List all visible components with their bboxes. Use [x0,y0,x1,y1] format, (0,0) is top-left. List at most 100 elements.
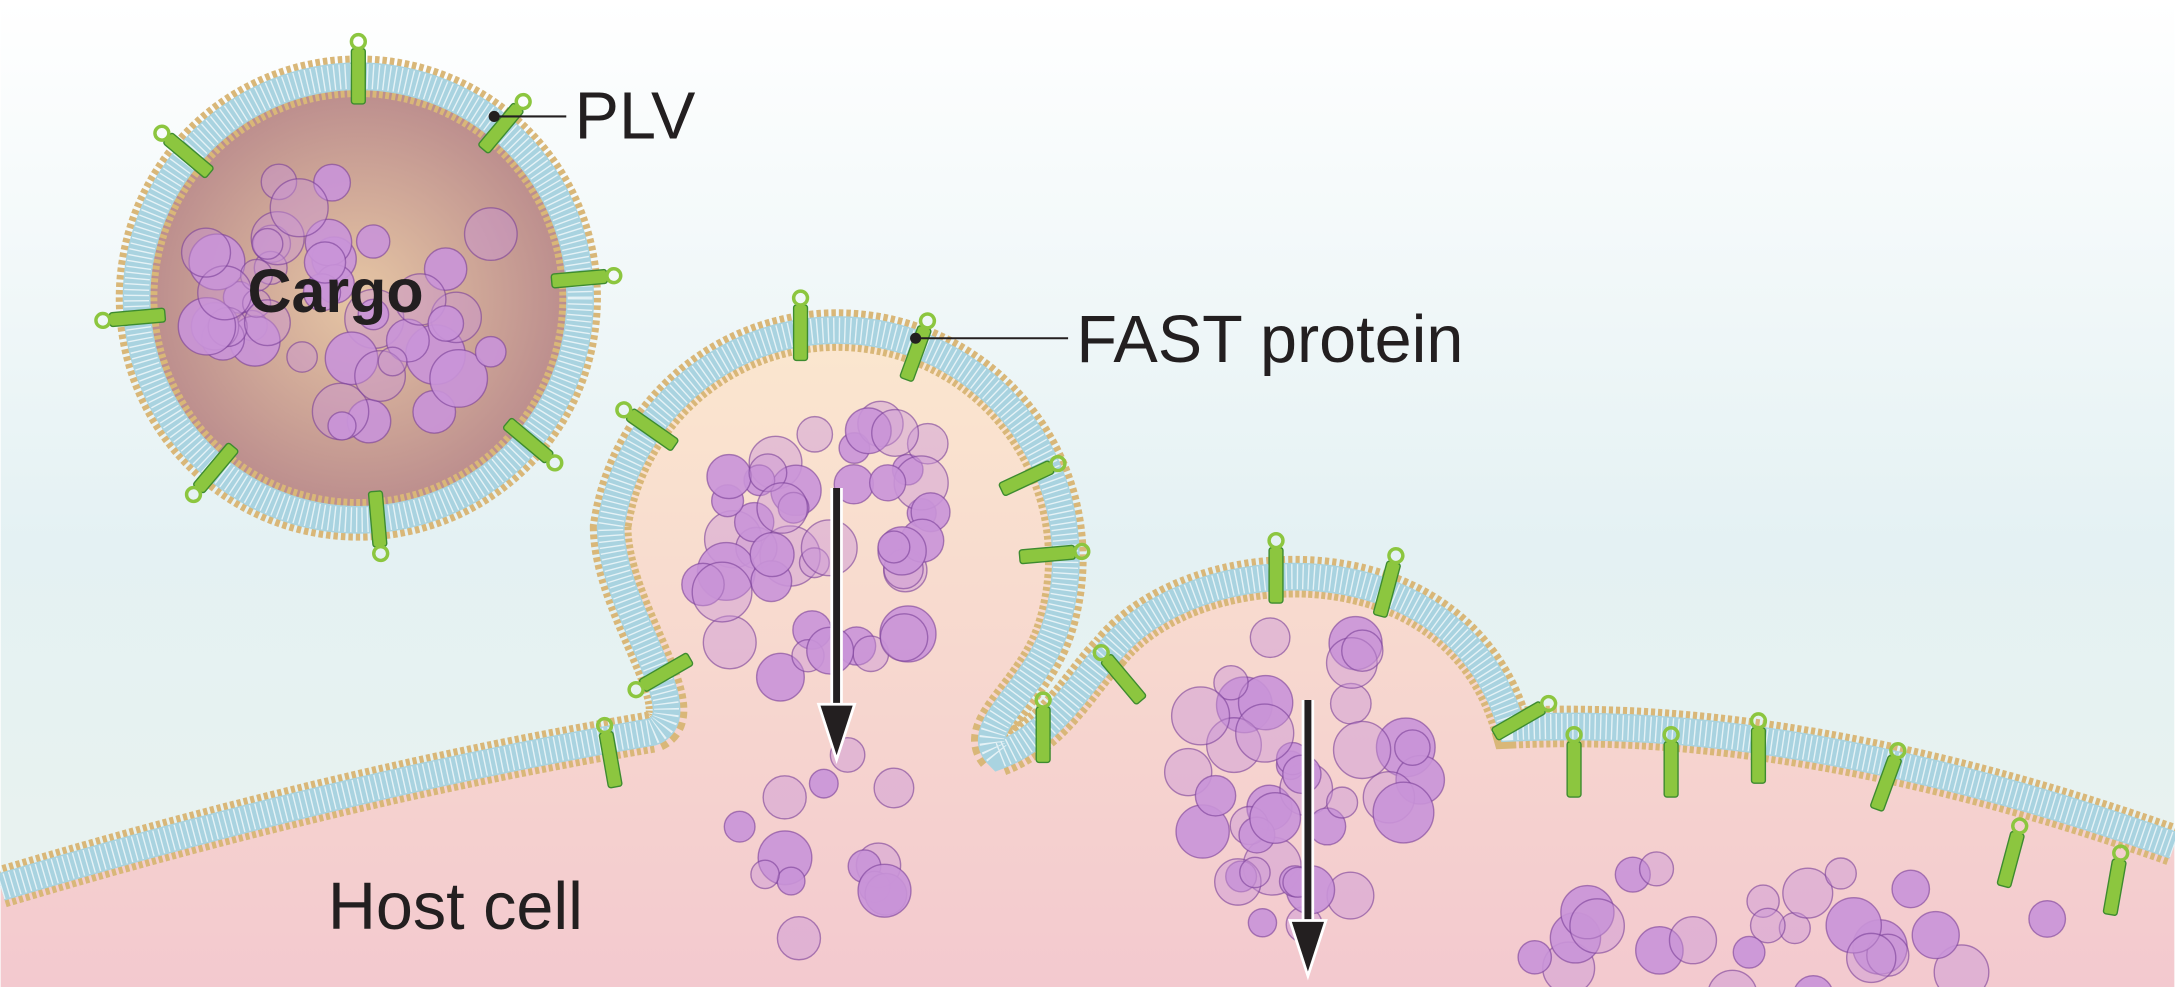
cargo-sphere [691,561,753,623]
cargo-sphere [1235,703,1295,763]
cargo-sphere [1825,897,1883,954]
cargo-sphere [1341,629,1384,672]
fast-protein-icon [595,716,623,789]
cargo-sphere [241,288,272,319]
fast-protein-icon [94,307,167,330]
cargo-sphere [806,626,855,675]
cargo-sphere [868,464,907,502]
cargo-sphere [750,859,780,890]
cargo-sphere [1732,935,1766,969]
fast-protein-icon [899,312,937,382]
cargo-sphere [706,453,752,500]
cargo-sphere [1614,856,1651,893]
cargo-sphere [1329,682,1372,725]
cargo-sphere [180,227,232,278]
cargo-sphere [857,863,912,918]
cargo-sphere [1325,786,1359,819]
cargo-sphere [250,210,305,266]
cargo-sphere [197,265,253,321]
cargo-sphere [1668,916,1718,965]
cargo-sphere [1569,898,1626,954]
fast-protein-icon [998,454,1067,497]
cargo-sphere [906,422,949,465]
cargo-sphere [749,532,795,578]
cargo-sphere [303,241,347,284]
fast-protein-icon [1996,817,2029,889]
cargo-sphere [1824,857,1857,890]
fast-protein-icon [1267,531,1285,604]
cargo-sphere [1635,925,1684,975]
cargo-sphere [800,519,858,577]
cargo-sphere [1782,867,1834,919]
cargo-sphere [1213,664,1249,701]
fast-protein-label-group: FAST protein [910,303,1463,377]
cargo-sphere [357,298,390,331]
plv-vesicle [115,55,601,541]
fast-protein-icon [791,289,810,362]
fast-protein-icon [349,32,368,105]
cargo-sphere [873,767,915,809]
cargo-sphere [1891,869,1931,909]
cargo-sphere [777,491,810,524]
cargo-label: Cargo [247,257,423,325]
fast-protein-icon [1870,741,1907,812]
fast-protein-icon [550,267,623,289]
plv-label-group: PLV [488,80,696,154]
fast-protein-icon [1491,694,1558,741]
fast-proteins [94,32,2130,916]
cargo-sphere [260,163,298,201]
cargo-sphere [463,207,518,262]
cargo-sphere [423,247,468,291]
fast-protein-icon [1662,726,1680,798]
fast-protein-icon [1565,726,1583,798]
cargo-sphere [385,318,430,363]
cargo-sphere [776,866,806,896]
cargo-sphere [1708,969,1757,987]
cargo-sphere [844,407,892,455]
fast-protein-icon [153,124,214,179]
cargo-sphere [1372,781,1435,844]
cargo-sphere [286,341,318,373]
cargo-sphere [324,331,379,386]
cargo-sphere [1394,729,1431,766]
cargo-sphere [251,227,284,260]
cargo-sphere [377,346,408,377]
cargo-sphere [748,453,788,493]
fast-protein-icon [367,490,390,563]
cargo-sphere [879,613,929,662]
cargo-sphere [177,297,237,356]
fast-protein-icon [1034,691,1052,764]
cargo-sphere [222,280,256,314]
fast-protein-icon [502,417,564,472]
cargo-sphere [723,810,756,843]
cargo-sphere [1249,617,1291,659]
cargo-sphere [1517,939,1553,975]
cargo-sphere [762,775,807,820]
cargo-sphere [1749,907,1786,944]
cargo-sphere [474,335,507,368]
plv-label: PLV [575,80,696,154]
cargo-sphere [756,482,809,534]
fusion-arrow-2 [1287,700,1328,981]
cargo-sphere [355,224,391,259]
cargo-sphere [871,408,920,457]
cargo-sphere [776,916,822,961]
cargo-sphere [1239,856,1271,889]
cargo-sphere [2028,899,2067,938]
cargo-sphere [1332,720,1392,780]
cargo-sphere [808,768,839,799]
cargo-sphere [239,258,274,292]
cargo-sphere [429,349,489,408]
host-cell [0,309,2175,987]
cargo-sphere [1249,791,1302,844]
cargo-sphere [1205,717,1263,774]
fast-protein-icon [1018,542,1091,565]
fast-protein-icon [615,401,679,451]
cargo-sphere [354,350,407,402]
cargo-sphere [1247,907,1278,938]
cargo-sphere [877,530,911,564]
cargo-sphere [755,652,805,702]
cargo-sphere [1170,686,1231,746]
fast-protein-icon [2102,844,2130,916]
